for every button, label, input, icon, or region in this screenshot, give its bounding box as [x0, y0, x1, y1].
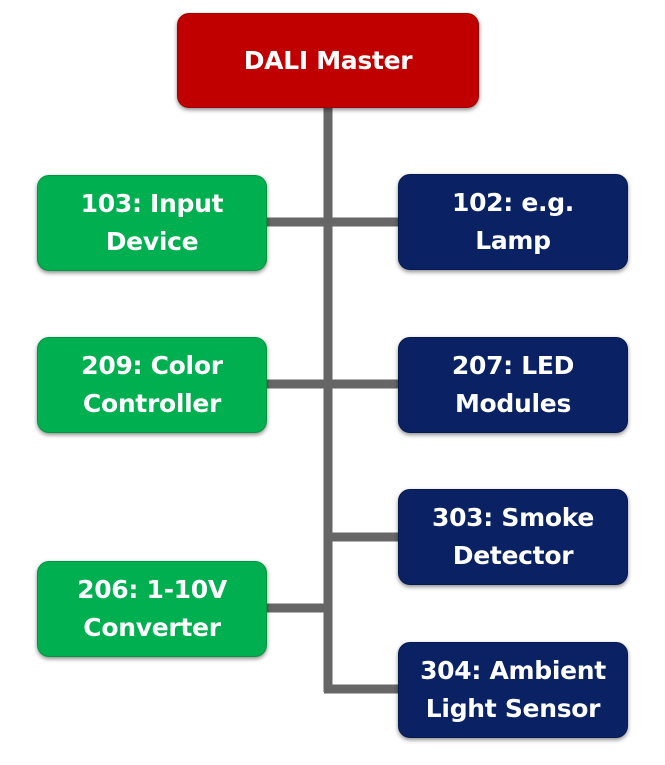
node-209-line2: Controller [82, 389, 222, 418]
node-304-line1: 304: Ambient [420, 656, 606, 685]
node-207-line1: 207: LED [451, 351, 575, 380]
node-206-converter: 206: 1-10V Converter [37, 561, 267, 657]
dali-master-label: DALI Master [243, 45, 413, 75]
node-103-line2: Device [105, 227, 199, 256]
node-103-line1: 103: Input [80, 189, 224, 218]
node-103-input-device: 103: Input Device [37, 175, 267, 271]
dali-master-node: DALI Master [177, 13, 479, 108]
node-102-line1: 102: e.g. [451, 188, 575, 217]
node-303-line2: Detector [452, 541, 574, 570]
node-206-line2: Converter [83, 613, 221, 642]
node-304-line2: Light Sensor [425, 694, 601, 723]
node-102-line2: Lamp [475, 226, 551, 255]
node-207-line2: Modules [454, 389, 572, 418]
node-102-lamp: 102: e.g. Lamp [398, 174, 628, 270]
node-207-led-modules: 207: LED Modules [398, 337, 628, 433]
node-303-line1: 303: Smoke [431, 503, 595, 532]
node-303-smoke-detector: 303: Smoke Detector [398, 489, 628, 585]
node-206-line1: 206: 1-10V [77, 575, 227, 604]
node-209-color-controller: 209: Color Controller [37, 337, 267, 433]
node-304-ambient-light-sensor: 304: Ambient Light Sensor [398, 642, 628, 738]
node-209-line1: 209: Color [81, 351, 223, 380]
